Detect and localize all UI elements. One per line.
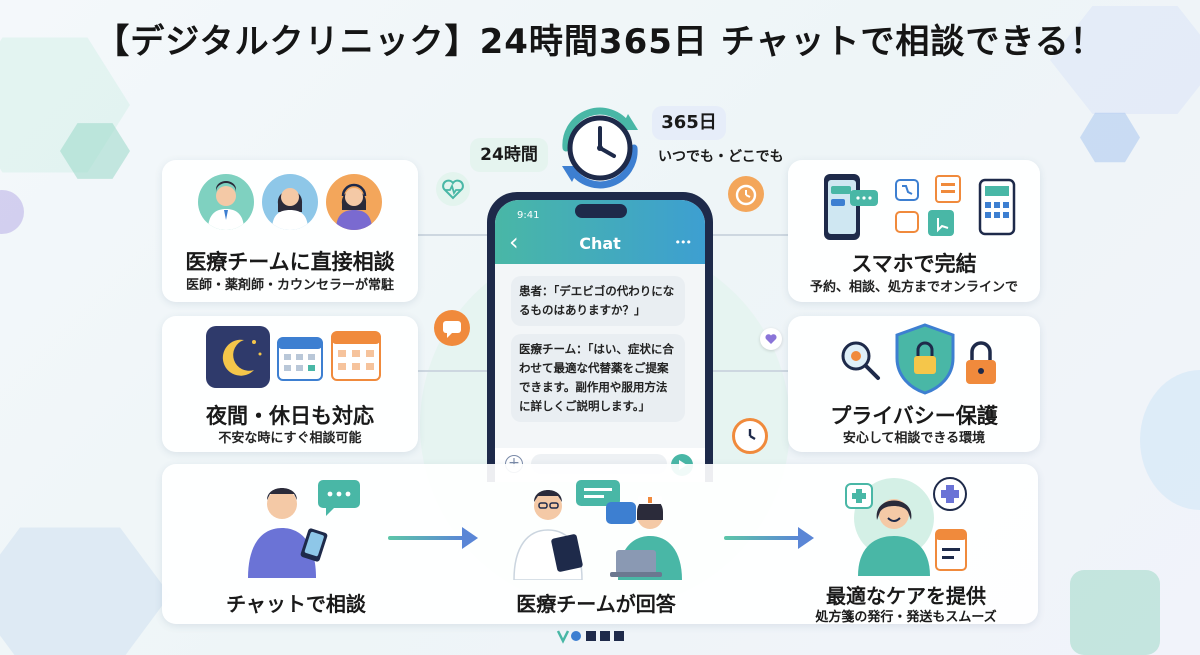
feature-card-smartphone: スマホで完結 予約、相談、処方までオンラインで: [788, 160, 1040, 302]
connector-line: [418, 234, 488, 236]
moon-icon: [206, 326, 270, 388]
flow-step-care: 最適なケアを提供: [826, 584, 986, 608]
calendar-orange-icon: [330, 326, 382, 382]
flow-arrow-line: [724, 536, 800, 540]
feature-title-privacy: プライバシー保護: [830, 404, 998, 428]
anywhere-label: いつでも・どこでも: [658, 149, 784, 165]
calendar-icon: [276, 332, 324, 382]
shield-lock-icon: [892, 322, 958, 396]
search-lens-icon: [838, 338, 882, 382]
medical-team-reply-icon: [498, 470, 694, 581]
chat-message-patient: 患者：「デエビゴの代わりになるものはありますか？」: [511, 276, 685, 326]
feature-sub-privacy: 安心して相談できる環境: [842, 431, 986, 446]
status-time: 9:41: [517, 210, 540, 221]
phone-app-icon: [820, 172, 884, 242]
flow-arrow-head: [798, 527, 814, 549]
feature-title-smartphone: スマホで完結: [851, 252, 977, 276]
flow-step-care-sub: 処方箋の発行・発送もスムーズ: [815, 610, 997, 625]
badge-365: 365日: [652, 106, 726, 140]
flow-arrow-head: [462, 527, 478, 549]
chat-bubble-icon: [434, 310, 470, 346]
calculator-icon: [978, 178, 1018, 236]
happy-patient-icon: [832, 476, 982, 576]
user-tablet-icon: [234, 472, 364, 578]
alarm-icon: [728, 176, 764, 212]
phone-mockup: 9:41 ‹ Chat ••• 患者：「デエビゴの代わりになるものはありますか？…: [487, 192, 713, 482]
flow-card: チャットで相談 医療チームが回答 最適なケアを提供 処方箋の発行・発送もスムーズ: [162, 464, 1038, 625]
heart-icon: [760, 328, 782, 350]
connector-line: [712, 370, 788, 372]
page-title: 【デジタルクリニック】24時間365日 チャットで相談できる！: [95, 22, 1105, 62]
pharmacist-avatar-icon: [262, 174, 318, 230]
brand-logo-icon: [556, 628, 646, 644]
feature-title-night-holiday: 夜間・休日も対応: [206, 404, 374, 428]
feature-card-privacy: プライバシー保護 安心して相談できる環境: [788, 316, 1040, 452]
feature-card-night-holiday: 夜間・休日も対応 不安な時にすぐ相談可能: [162, 316, 418, 452]
flow-arrow-line: [388, 536, 464, 540]
feature-card-medical-team: 医療チームに直接相談 医師・薬剤師・カウンセラーが常駐: [162, 160, 418, 302]
clock-icon: [548, 96, 652, 200]
flow-step-chat: チャットで相談: [226, 592, 366, 616]
counselor-avatar-icon: [326, 174, 382, 230]
feature-sub-medical-team: 医師・薬剤師・カウンセラーが常駐: [185, 278, 394, 293]
feature-title-medical-team: 医療チームに直接相談: [185, 250, 395, 274]
phone-notch: [575, 204, 627, 218]
back-button[interactable]: ‹: [509, 228, 519, 256]
chat-message-team: 医療チーム：「はい、症状に合わせて最適な代替薬をご提案できます。副作用や服用方法…: [511, 334, 685, 422]
heart-pulse-icon: [436, 172, 470, 206]
flow-step-team-reply: 医療チームが回答: [516, 592, 676, 616]
chat-title: Chat: [579, 234, 621, 253]
app-grid-icon: [892, 174, 972, 242]
timer-icon: [732, 418, 768, 454]
more-menu-button[interactable]: •••: [674, 236, 692, 249]
connector-line: [418, 370, 488, 372]
feature-sub-smartphone: 予約、相談、処方までオンラインで: [809, 280, 1018, 295]
feature-sub-night-holiday: 不安な時にすぐ相談可能: [218, 431, 362, 446]
phone-screen: 9:41 ‹ Chat ••• 患者：「デエビゴの代わりになるものはありますか？…: [495, 200, 705, 482]
doctor-avatar-icon: [198, 174, 254, 230]
padlock-icon: [962, 338, 1000, 388]
connector-line: [712, 234, 788, 236]
chat-header: 9:41 ‹ Chat •••: [495, 200, 705, 264]
badge-24h: 24時間: [470, 138, 548, 172]
